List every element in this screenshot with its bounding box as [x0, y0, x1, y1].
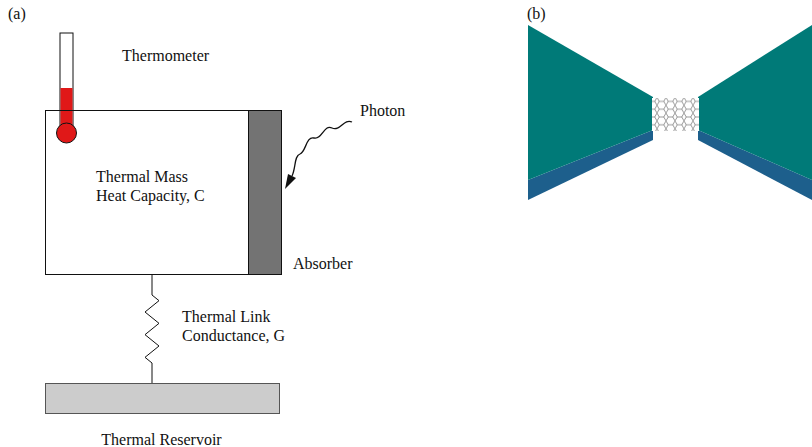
- thermal-link-resistor: [145, 275, 159, 383]
- node-label: Absorber: [293, 254, 353, 273]
- photon-arrow: [285, 121, 352, 189]
- absorber-plate: Absorber: [248, 110, 282, 275]
- thermal-reservoir: Thermal Reservoir: [45, 383, 280, 414]
- edge-label: Thermal Link Conductance, G: [182, 307, 297, 345]
- annotation-label: (b): [527, 4, 546, 23]
- thermometer-icon: [57, 33, 77, 143]
- node-label: Thermal Reservoir: [101, 430, 221, 447]
- thermal-mass-box: Thermal Mass Heat Capacity, C: [45, 110, 250, 275]
- annotation-label: Photon: [360, 101, 405, 120]
- annotation-label: (a): [8, 4, 26, 23]
- bowtie-device: [528, 25, 812, 200]
- node-label: Thermal Mass Heat Capacity, C: [96, 167, 216, 205]
- annotation-label: Thermometer: [122, 46, 209, 65]
